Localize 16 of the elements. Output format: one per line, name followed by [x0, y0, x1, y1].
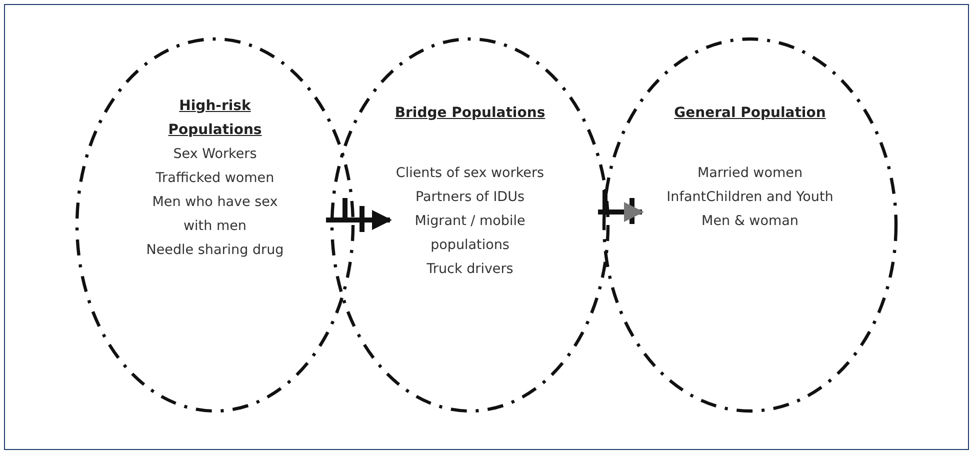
group-member: Needle sharing drug — [145, 241, 285, 260]
group-member: Married women — [696, 164, 804, 183]
blocked-arrow — [324, 196, 392, 234]
group-member: InfantChildren and Youth — [666, 188, 834, 207]
group-member: Partners of IDUs — [414, 188, 526, 207]
group-member: Clients of sex workers — [394, 164, 546, 183]
group-member: Men & woman — [700, 212, 800, 231]
group-heading: Bridge Populations — [394, 104, 546, 123]
group-heading: High-risk Populations — [167, 97, 263, 140]
group-member: Migrant / mobile populations — [414, 212, 526, 255]
group-member: Trafficked women — [154, 169, 276, 188]
group-member: Truck drivers — [426, 260, 514, 279]
group-member: Men who have sex with men — [151, 193, 279, 236]
blocked-arrow — [596, 188, 644, 226]
group-heading: General Population — [673, 104, 827, 123]
group-member: Sex Workers — [172, 145, 258, 164]
